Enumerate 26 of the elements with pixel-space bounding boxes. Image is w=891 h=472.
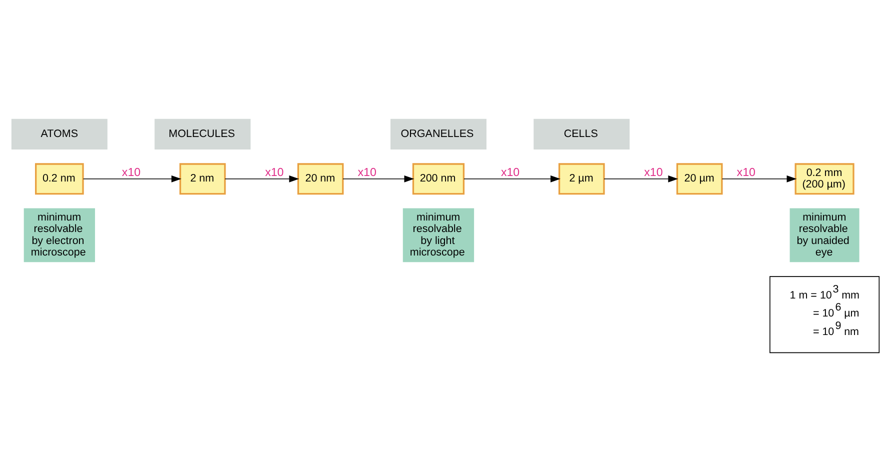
arrow [604, 175, 678, 182]
arrow [464, 175, 560, 182]
node-box: ORGANELLES [390, 118, 486, 150]
edge-label: x10 [500, 166, 520, 179]
node-box: 2 µm [558, 163, 605, 195]
arrow [224, 175, 300, 182]
node-box: minimum resolvable by electron microscope [24, 208, 96, 262]
node-box: 20 nm [297, 163, 344, 195]
node-box: 0.2 mm (200 µm) [794, 163, 854, 195]
edge-label: x10 [358, 166, 376, 179]
arrow [342, 175, 414, 182]
node-box: minimum resolvable by light microscope [402, 208, 474, 262]
node-box: CELLS [534, 118, 630, 150]
edge-label: x10 [122, 166, 141, 179]
node-box: 2 nm [179, 163, 226, 195]
node-box: MOLECULES [154, 118, 251, 150]
node-box: ATOMS [11, 118, 108, 150]
arrow [82, 175, 182, 182]
node-box: 0.2 nm [35, 163, 84, 195]
edge-label: x10 [265, 166, 284, 179]
node-box: minimum resolvable by unaided eye [790, 208, 860, 262]
edge-label: x10 [644, 166, 663, 179]
node-box: 20 µm [676, 163, 723, 195]
node-box: 200 nm [412, 163, 465, 195]
arrow [722, 175, 797, 182]
edge-label: x10 [736, 166, 756, 179]
